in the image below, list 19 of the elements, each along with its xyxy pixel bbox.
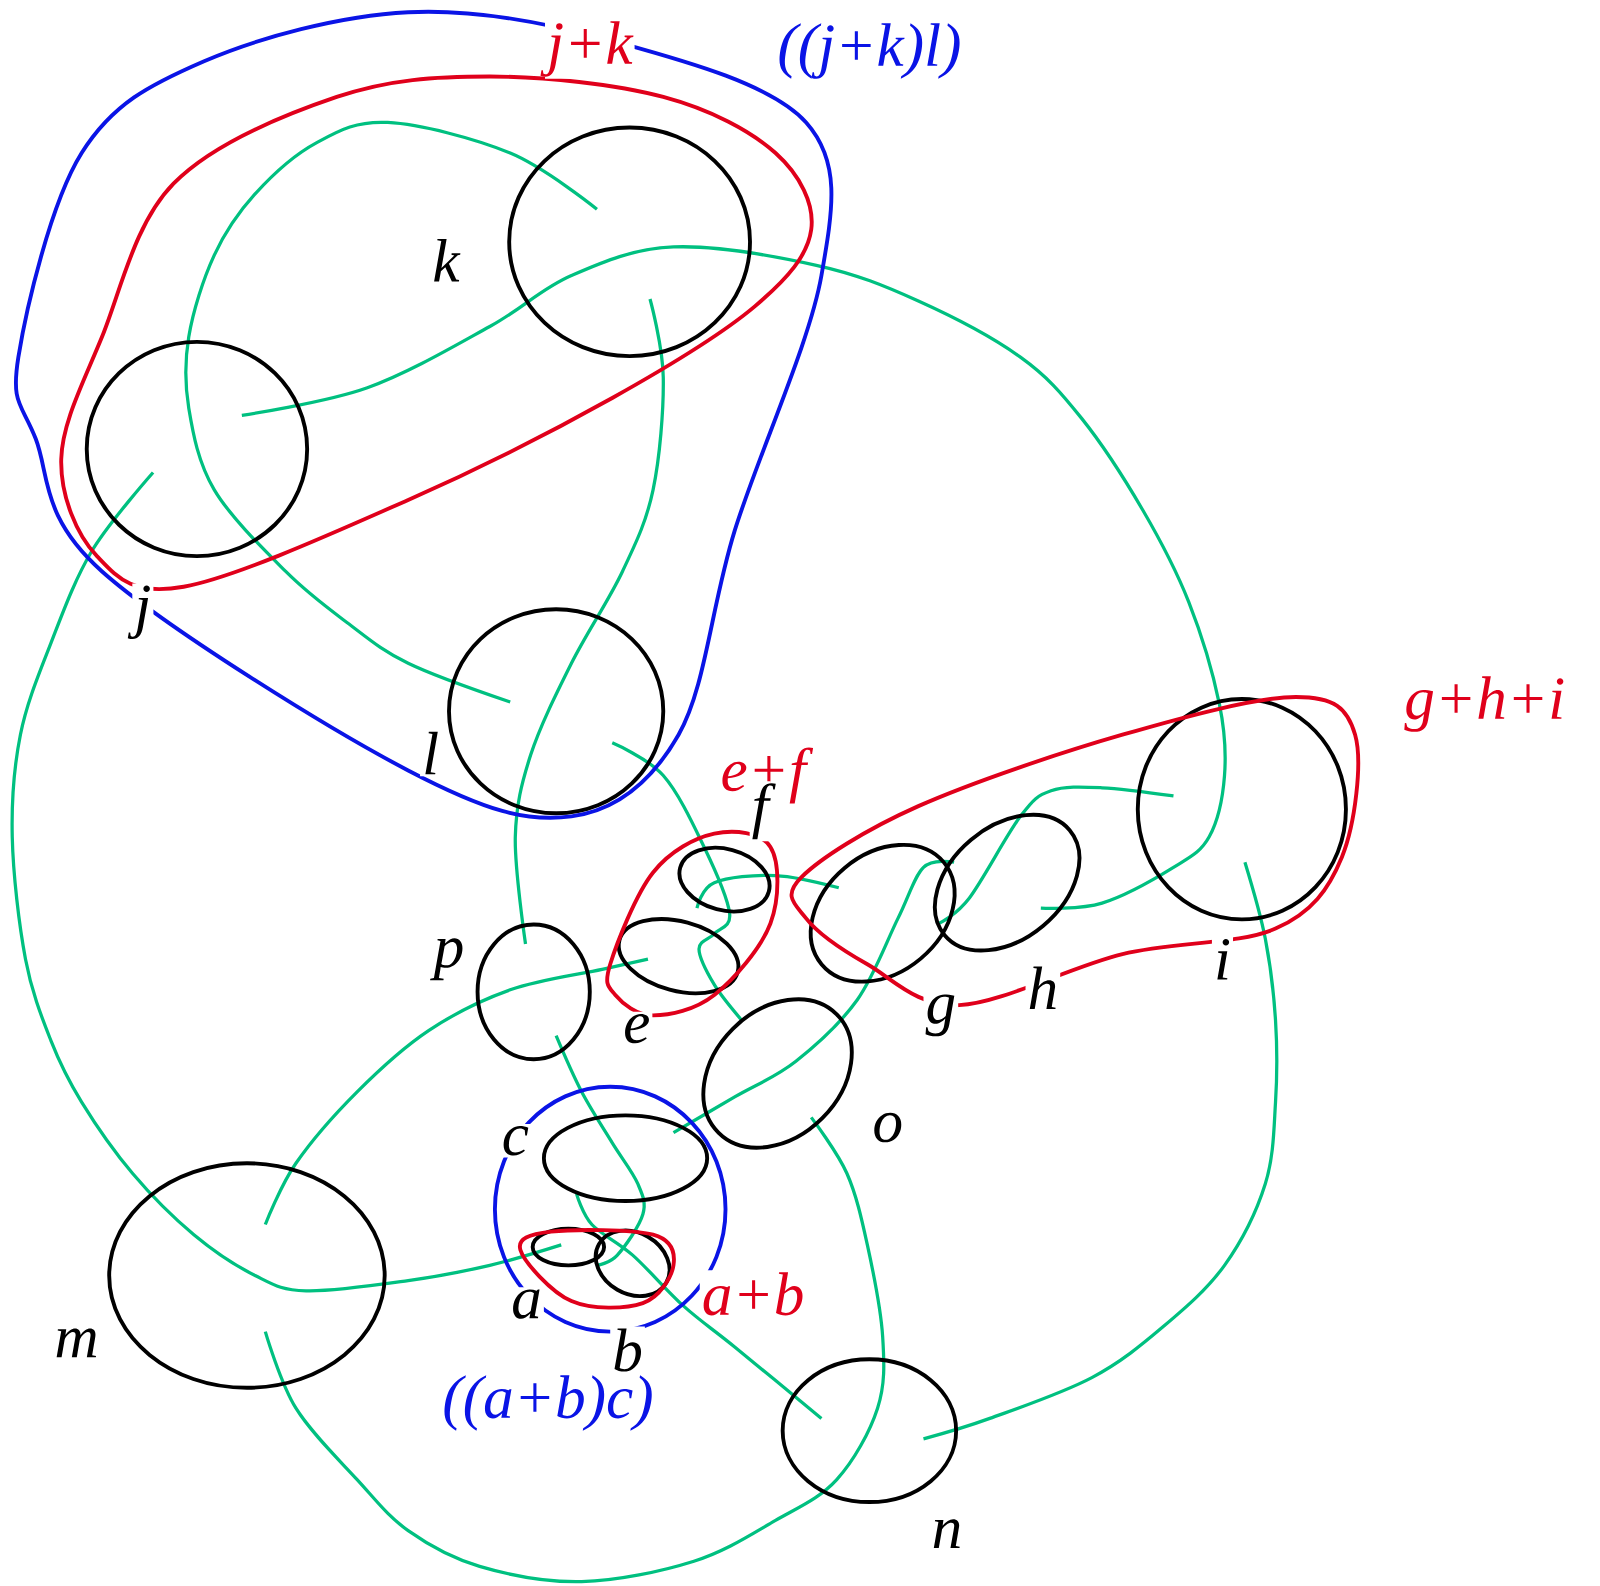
- loop-label: p: [430, 936, 467, 983]
- loop-label: k: [430, 237, 462, 284]
- group-label: ((j+k)l): [775, 21, 964, 81]
- loop-label: l: [420, 729, 442, 777]
- group-label: j+k: [540, 19, 635, 79]
- loop-label: j: [127, 583, 154, 642]
- loop-label: c: [499, 1124, 531, 1158]
- group-label: ((a+b)c): [440, 1373, 656, 1433]
- loop-label: a: [509, 1287, 544, 1321]
- loop-label: e: [621, 1011, 653, 1046]
- loop-label: o: [870, 1110, 906, 1145]
- loop-label: i: [1211, 937, 1233, 982]
- loop-label: b: [610, 1326, 645, 1374]
- loop-label: n: [929, 1517, 965, 1551]
- loop-label: m: [52, 1326, 101, 1360]
- group-label: a+b: [699, 1270, 807, 1318]
- loop-label: h: [1025, 964, 1061, 1012]
- loop-label: g: [923, 992, 959, 1039]
- group-label: g+h+i: [1402, 674, 1568, 735]
